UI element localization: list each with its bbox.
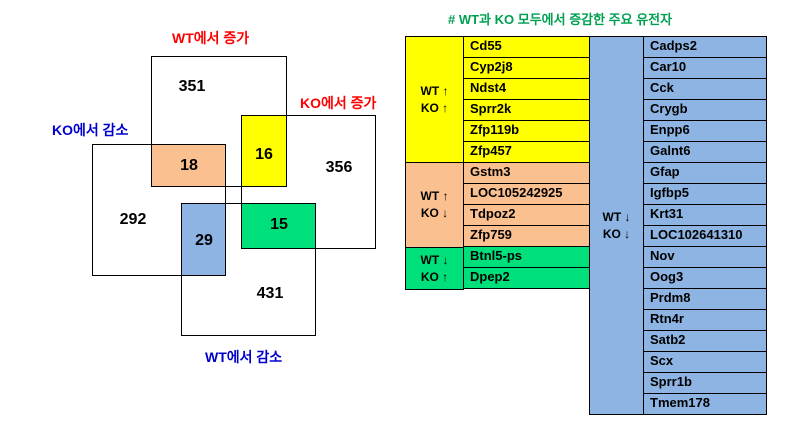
group-label-up-down: WT ↑ KO ↓ [405,162,464,248]
gene-cell: Car10 [643,57,767,79]
gene-cell: Rtn4r [643,309,767,331]
gene-cell: Zfp119b [463,120,590,142]
label-wt-down: WT에서 감소 [205,349,283,365]
label-ko-down: KO에서 감소 [52,122,129,138]
group-up-up-wt: WT ↑ [420,83,449,98]
gene-cell: Tmem178 [643,393,767,415]
group-label-down-up: WT ↓ KO ↑ [405,247,464,290]
gene-cell: LOC102641310 [643,225,767,247]
set-ko-down [92,144,226,276]
count-ko-down-wt-down: 29 [195,232,213,249]
gene-cell: Galnt6 [643,141,767,163]
count-wt-up-only: 351 [178,78,206,95]
gene-cell: Igfbp5 [643,183,767,205]
set-wt-down [181,203,316,336]
group-up-up-ko: KO ↑ [420,100,449,115]
label-ko-up: KO에서 증가 [300,95,377,111]
gene-cell: Enpp6 [643,120,767,142]
gene-cell: Satb2 [643,330,767,352]
label-wt-up: WT에서 증가 [172,30,250,46]
gene-cell: Cadps2 [643,36,767,58]
gene-cell: Scx [643,351,767,373]
count-wt-down-only: 431 [256,285,284,302]
gene-cell: Nov [643,246,767,268]
gene-cell: Crygb [643,99,767,121]
gene-cell: Cd55 [463,36,590,58]
group-down-up-ko: KO ↑ [420,269,449,284]
gene-cell: Tdpoz2 [463,204,590,226]
gene-cell: Sprr1b [643,372,767,394]
group-up-down-ko: KO ↓ [420,206,449,220]
gene-cell: Dpep2 [463,267,590,289]
group-label-down-down: WT ↓ KO ↓ [589,36,644,415]
group-label-up-up: WT ↑ KO ↑ [405,36,464,163]
gene-cell: Prdm8 [643,288,767,310]
set-ko-up [241,115,376,249]
gene-cell: Gfap [643,162,767,184]
gene-cell: LOC105242925 [463,183,590,205]
gene-cell: Cyp2j8 [463,57,590,79]
group-down-down-ko: KO ↓ [602,226,631,241]
table-title: # WT과 KO 모두에서 증감한 주요 유전자 [448,12,673,27]
gene-cell: Ndst4 [463,78,590,100]
gene-cell: Zfp457 [463,141,590,163]
gene-cell: Cck [643,78,767,100]
group-down-down-wt: WT ↓ [602,209,631,224]
group-down-up-wt: WT ↓ [420,252,449,267]
count-wt-up-ko-up: 16 [255,146,273,163]
count-ko-up-wt-down: 15 [270,216,288,233]
count-ko-up-only: 356 [325,159,353,176]
set-wt-up [151,56,287,187]
gene-cell: Sprr2k [463,99,590,121]
count-ko-down-only: 292 [119,211,147,228]
gene-cell: Zfp759 [463,225,590,247]
group-up-down-wt: WT ↑ [420,189,449,203]
gene-cell: Oog3 [643,267,767,289]
gene-cell: Gstm3 [463,162,590,184]
count-wt-up-ko-down: 18 [180,157,198,174]
gene-cell: Btnl5-ps [463,246,590,268]
gene-cell: Krt31 [643,204,767,226]
